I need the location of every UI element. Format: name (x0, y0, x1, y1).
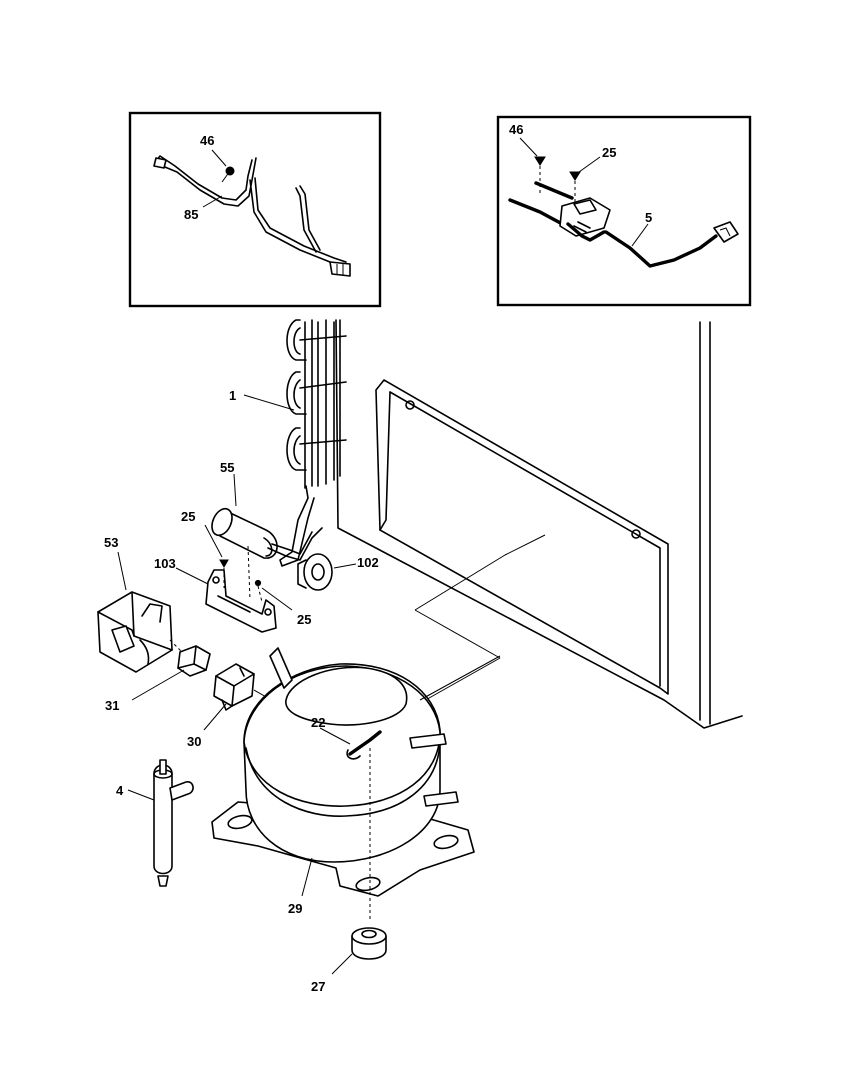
overload-protector (177, 645, 211, 677)
compressor (211, 647, 475, 897)
label-31: 31 (105, 698, 119, 713)
label-25-inset2: 25 (602, 145, 616, 160)
leader-53 (117, 551, 127, 591)
screw-25-upper (219, 559, 229, 588)
access-panel (375, 379, 669, 703)
align-compressor-cabinet (419, 655, 501, 701)
leader-31 (131, 669, 185, 701)
leader-30 (203, 703, 227, 731)
label-1: 1 (229, 388, 236, 403)
cabinet-back (335, 319, 743, 729)
leader-25-lower (261, 587, 293, 611)
leader-102 (333, 563, 357, 569)
screw-25-lower (254, 579, 263, 603)
wire-harness-85 (153, 155, 351, 277)
leader-85 (202, 195, 223, 208)
leader-55 (233, 473, 237, 507)
condenser-coil (279, 319, 347, 567)
label-22: 22 (311, 715, 325, 730)
inset-thermostat-harness: 46 25 5 (496, 115, 752, 307)
label-5: 5 (645, 210, 652, 225)
label-4: 4 (116, 783, 124, 798)
label-53: 53 (104, 535, 118, 550)
leader-46-inset1 (211, 149, 227, 167)
leader-25-upper (204, 524, 223, 558)
leader-4 (127, 789, 155, 801)
label-102: 102 (357, 555, 379, 570)
start-relay (213, 663, 255, 711)
mounting-grommet (351, 927, 387, 960)
capacitor-bracket (205, 569, 277, 633)
leader-27 (331, 953, 353, 975)
label-27: 27 (311, 979, 325, 994)
screw-46-inset1 (221, 166, 235, 183)
leader-5 (631, 223, 649, 247)
label-30: 30 (187, 734, 201, 749)
label-46-inset2: 46 (509, 122, 523, 137)
label-46-inset1: 46 (200, 133, 214, 148)
inset-wiring-harness: 46 85 (128, 111, 382, 308)
label-55: 55 (220, 460, 234, 475)
label-25-upper: 25 (181, 509, 195, 524)
leader-1 (243, 394, 295, 411)
label-103: 103 (154, 556, 176, 571)
align-capacitor-bracket (247, 545, 251, 601)
grommet (297, 553, 333, 591)
terminal-cover (97, 591, 173, 673)
thermostat-assembly-5 (508, 181, 739, 268)
label-29: 29 (288, 901, 302, 916)
label-25-lower: 25 (297, 612, 311, 627)
capacitor (211, 507, 323, 561)
align-cover-overload (169, 639, 183, 653)
leader-29 (301, 857, 313, 897)
label-85: 85 (184, 207, 198, 222)
leader-46-inset2 (519, 137, 538, 157)
screw-46-inset2 (534, 156, 546, 194)
filter-drier (153, 759, 194, 887)
leader-103 (175, 567, 209, 585)
screw-25-inset2 (569, 171, 581, 208)
leader-25-inset2 (578, 156, 601, 173)
leader-22 (319, 727, 351, 745)
